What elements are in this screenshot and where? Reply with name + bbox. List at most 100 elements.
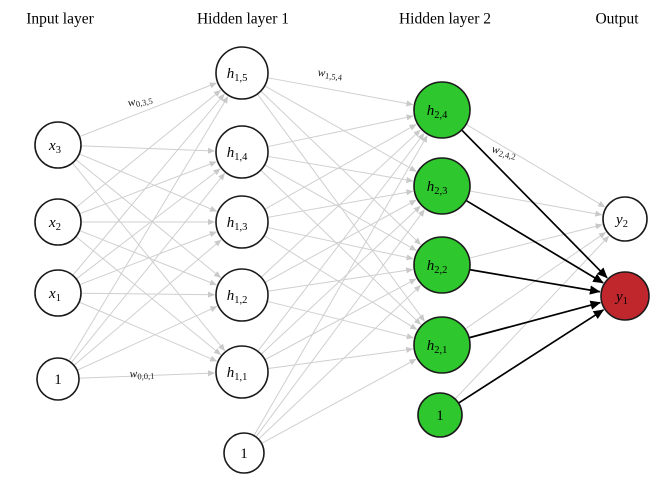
node-x3[interactable]: x3 bbox=[34, 121, 82, 169]
node-label-h1-2: h1,2 bbox=[227, 288, 248, 306]
edges-input-to-hidden1 bbox=[68, 82, 229, 379]
edge-h1-4-to-h2-3 bbox=[268, 155, 414, 183]
edge-x3-to-h1-1 bbox=[72, 162, 226, 351]
edge-input-bias-to-h1-5 bbox=[68, 96, 229, 361]
edges-hidden2-to-output bbox=[455, 124, 610, 404]
node-circle-h2-2 bbox=[413, 236, 471, 294]
weight-label-w-2-4-2: w2,4,2 bbox=[490, 143, 517, 162]
node-label-h1-1: h1,1 bbox=[227, 365, 248, 383]
node-hidden1-bias[interactable]: 1 bbox=[223, 432, 265, 474]
edge-x1-to-h1-3 bbox=[79, 231, 217, 286]
node-h2-1[interactable]: h2,1 bbox=[413, 316, 471, 374]
edge-x3-to-h1-5 bbox=[79, 82, 217, 137]
edge-x1-to-h1-1 bbox=[79, 301, 218, 362]
node-label-h1-4: h1,4 bbox=[227, 145, 248, 163]
edge-h1-1-to-h2-1 bbox=[268, 346, 414, 369]
node-circle-h1-1 bbox=[215, 345, 269, 399]
node-circle-input-bias bbox=[36, 357, 80, 401]
node-circle-h2-1 bbox=[413, 316, 471, 374]
node-h2-2[interactable]: h2,2 bbox=[413, 236, 471, 294]
edge-hidden1-bias-to-h2-4 bbox=[253, 135, 428, 436]
edge-h2-2-to-y2 bbox=[469, 223, 603, 259]
edge-input-bias-to-h1-4 bbox=[71, 173, 226, 363]
edge-h1-5-to-h2-4 bbox=[267, 77, 414, 107]
node-circle-y2 bbox=[602, 196, 648, 242]
edge-h1-3-to-h2-4 bbox=[264, 123, 417, 210]
edge-input-bias-to-h1-1 bbox=[79, 370, 215, 379]
layer-title-input-layer: Input layer bbox=[26, 11, 94, 28]
node-circle-hidden1-bias bbox=[223, 432, 265, 474]
node-label-x2: x2 bbox=[48, 215, 61, 233]
weight-labels-group: w0,3,5 w0,0,1 w1,5,4 w2,4,2 bbox=[127, 66, 517, 381]
edge-x1-to-h1-4 bbox=[76, 168, 221, 280]
node-circle-h2-4 bbox=[413, 81, 471, 139]
node-hidden2-bias[interactable]: 1 bbox=[417, 392, 463, 438]
node-label-h1-5: h1,5 bbox=[227, 66, 248, 84]
edge-x1-to-h1-2 bbox=[81, 291, 215, 298]
edge-h1-1-to-h2-2 bbox=[265, 278, 417, 360]
edge-h1-5-to-h2-2 bbox=[260, 90, 422, 245]
node-circle-h1-4 bbox=[215, 125, 269, 179]
node-circle-h1-5 bbox=[215, 46, 269, 100]
weight-label-w-0-3-5: w0,3,5 bbox=[127, 92, 154, 110]
node-label-h2-1: h2,1 bbox=[427, 338, 448, 356]
edge-h1-1-to-h2-4 bbox=[257, 133, 425, 352]
edge-hidden2-bias-to-y1 bbox=[458, 309, 605, 404]
node-x1[interactable]: x1 bbox=[34, 269, 82, 317]
node-y1[interactable]: y1 bbox=[600, 271, 650, 321]
node-h2-3[interactable]: h2,3 bbox=[413, 157, 471, 215]
node-label-hidden1-bias: 1 bbox=[240, 446, 248, 462]
node-circle-y1 bbox=[600, 271, 650, 321]
node-h1-3[interactable]: h1,3 bbox=[215, 195, 269, 249]
edge-h2-4-to-y1 bbox=[461, 129, 608, 279]
node-h1-1[interactable]: h1,1 bbox=[215, 345, 269, 399]
edge-x3-to-h1-4 bbox=[81, 145, 215, 154]
node-label-h2-3: h2,3 bbox=[427, 179, 448, 197]
edge-x2-to-h1-1 bbox=[75, 236, 222, 356]
node-label-h2-4: h2,4 bbox=[427, 103, 448, 121]
node-circle-h1-2 bbox=[215, 268, 269, 322]
node-h1-4[interactable]: h1,4 bbox=[215, 125, 269, 179]
node-label-x3: x3 bbox=[48, 138, 61, 156]
edge-x2-to-h1-5 bbox=[75, 89, 221, 208]
layer-title-output-layer: Output bbox=[595, 11, 639, 28]
node-label-input-bias: 1 bbox=[54, 372, 62, 388]
edge-input-bias-to-h1-3 bbox=[74, 239, 222, 366]
node-h1-5[interactable]: h1,5 bbox=[215, 46, 269, 100]
edge-x1-to-h1-5 bbox=[72, 93, 225, 276]
node-label-y1: y1 bbox=[614, 289, 628, 307]
edge-h2-3-to-y1 bbox=[465, 199, 604, 284]
node-label-h1-3: h1,3 bbox=[227, 215, 248, 233]
weight-label-w-1-5-4: w1,5,4 bbox=[317, 66, 344, 82]
node-circle-h2-3 bbox=[413, 157, 471, 215]
node-h2-4[interactable]: h2,4 bbox=[413, 81, 471, 139]
edge-h1-2-to-h2-4 bbox=[261, 129, 421, 278]
edge-x3-to-h1-2 bbox=[75, 159, 222, 279]
node-circle-x3 bbox=[34, 121, 82, 169]
node-circle-hidden2-bias bbox=[417, 392, 463, 438]
nodes-group: x3 x2 x1 1 h1,5 h1,4 h1,3 h1,2 h1,1 1 h2,4 h2,3 h2,2… bbox=[34, 46, 650, 474]
node-y2[interactable]: y2 bbox=[602, 196, 648, 242]
edge-h2-4-to-y2 bbox=[466, 124, 606, 208]
node-h1-2[interactable]: h1,2 bbox=[215, 268, 269, 322]
node-label-h2-2: h2,2 bbox=[427, 258, 448, 276]
node-input-bias[interactable]: 1 bbox=[36, 357, 80, 401]
edge-input-bias-to-h1-2 bbox=[77, 305, 218, 371]
edge-hidden2-bias-to-y2 bbox=[455, 235, 610, 399]
edge-h2-1-to-y1 bbox=[469, 300, 601, 339]
edge-h1-3-to-h2-1 bbox=[264, 235, 418, 330]
weight-label-w-0-0-1: w0,0,1 bbox=[129, 367, 154, 381]
edges-hidden1-to-hidden2 bbox=[253, 77, 428, 444]
edge-h1-5-to-h2-3 bbox=[264, 85, 417, 172]
node-circle-x2 bbox=[34, 198, 82, 246]
edge-h2-2-to-y1 bbox=[469, 268, 601, 295]
edge-h2-3-to-y2 bbox=[469, 190, 603, 217]
node-x2[interactable]: x2 bbox=[34, 198, 82, 246]
node-circle-x1 bbox=[34, 269, 82, 317]
node-label-y2: y2 bbox=[614, 212, 628, 230]
edge-h1-4-to-h2-4 bbox=[267, 114, 414, 148]
edge-hidden1-bias-to-h2-2 bbox=[258, 284, 421, 440]
edge-x3-to-h1-3 bbox=[79, 153, 218, 212]
